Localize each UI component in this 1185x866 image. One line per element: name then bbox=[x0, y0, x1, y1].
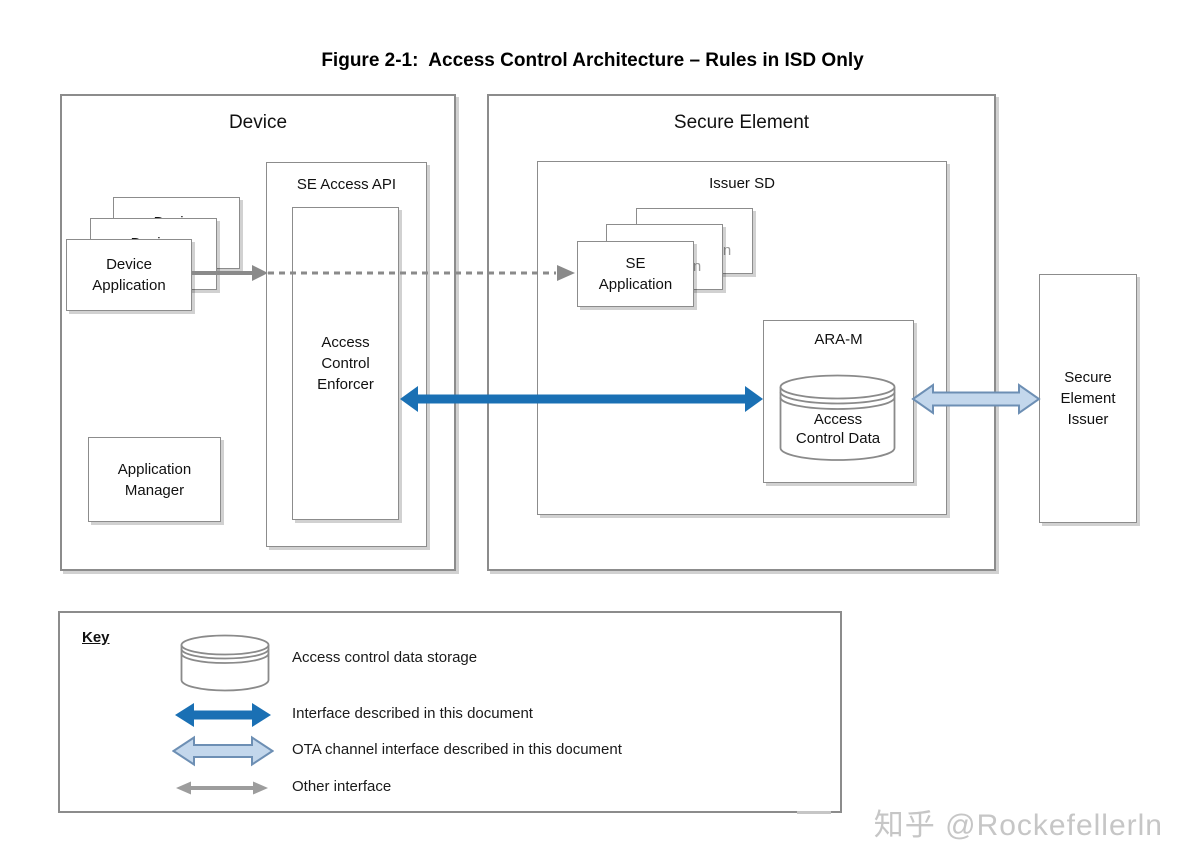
key-title: Key bbox=[82, 629, 110, 646]
access-control-enforcer-label: Access Control Enforcer bbox=[317, 334, 374, 393]
data-storage-cylinder-icon bbox=[180, 634, 270, 692]
other-interface-arrow-icon bbox=[176, 781, 268, 795]
figure-title: Figure 2-1: Access Control Architecture … bbox=[321, 50, 864, 71]
ara-m-box: ARA-M Access Control Data bbox=[763, 320, 914, 483]
key-item-label: Interface described in this document bbox=[292, 705, 533, 722]
secure-element-label: Secure Element bbox=[673, 112, 810, 133]
interface-arrow-icon bbox=[175, 703, 271, 727]
database-cylinder-icon bbox=[779, 374, 896, 461]
key-item-label: Access control data storage bbox=[292, 649, 478, 666]
application-manager-box: Application Manager bbox=[88, 437, 221, 522]
device-application-label: Device Application bbox=[92, 256, 166, 294]
device-label: Device bbox=[228, 112, 288, 133]
key-item-label: Other interface bbox=[292, 778, 392, 795]
access-control-data-label: Access Control Data bbox=[795, 411, 881, 447]
ara-m-label: ARA-M bbox=[814, 331, 863, 348]
watermark-dash-icon bbox=[797, 811, 831, 814]
device-application-box: Device Application bbox=[66, 239, 192, 311]
key-item-label: OTA channel interface described in this … bbox=[292, 741, 622, 758]
access-control-enforcer-box: Access Control Enforcer bbox=[292, 207, 399, 520]
issuer-sd-label: Issuer SD bbox=[709, 175, 775, 192]
access-control-data-cylinder: Access Control Data bbox=[779, 374, 897, 464]
se-application-box: SE Application bbox=[577, 241, 694, 307]
se-access-api-label: SE Access API bbox=[296, 176, 397, 193]
secure-element-issuer-box: Secure Element Issuer bbox=[1039, 274, 1137, 523]
ota-interface-arrow-icon bbox=[172, 735, 274, 767]
key-box: Key Access control data storage Interfac… bbox=[58, 611, 842, 813]
se-application-label: SE Application bbox=[598, 255, 673, 293]
application-manager-label: Application Manager bbox=[117, 460, 192, 499]
zhihu-watermark: 知乎 @Rockefellerln bbox=[873, 809, 1163, 842]
secure-element-issuer-label: Secure Element Issuer bbox=[1060, 369, 1116, 428]
